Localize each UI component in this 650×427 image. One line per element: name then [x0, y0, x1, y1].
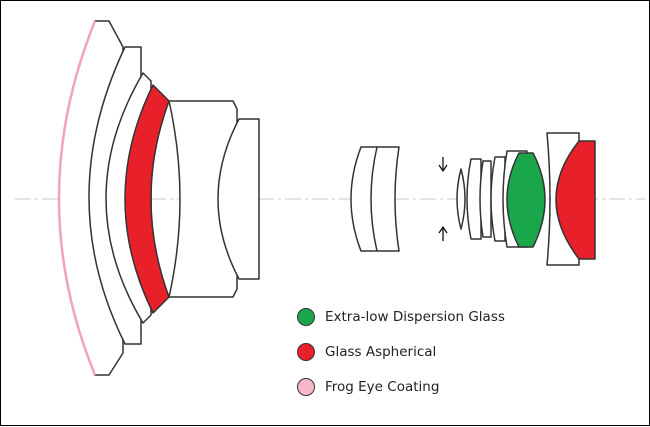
legend-label: Glass Aspherical — [325, 344, 437, 360]
arrow-down-icon — [438, 157, 448, 172]
legend-swatch-pink — [297, 378, 315, 396]
legend-swatch-green — [297, 308, 315, 326]
lens-element-11 — [479, 160, 492, 238]
lens-element-5 — [168, 100, 238, 298]
legend-swatch-red — [297, 343, 315, 361]
lens-element-9 — [456, 168, 466, 230]
ed-glass-element — [506, 152, 546, 248]
lens-element-7 — [350, 146, 378, 252]
aspherical-element-2 — [555, 140, 596, 260]
legend: Extra-low Dispersion Glass Glass Aspheri… — [297, 307, 505, 412]
lens-element-12 — [490, 156, 506, 242]
legend-label: Frog Eye Coating — [325, 379, 440, 395]
lens-element-8 — [370, 146, 400, 252]
legend-item-aspherical: Glass Aspherical — [297, 342, 505, 362]
lens-element-6 — [217, 118, 260, 280]
frog-eye-coating — [57, 20, 97, 376]
aspherical-element-1 — [124, 84, 170, 314]
legend-item-coating: Frog Eye Coating — [297, 377, 505, 397]
lens-element-10 — [466, 158, 482, 240]
legend-label: Extra-low Dispersion Glass — [325, 309, 505, 325]
legend-item-ed-glass: Extra-low Dispersion Glass — [297, 307, 505, 327]
arrow-up-icon — [438, 226, 448, 241]
